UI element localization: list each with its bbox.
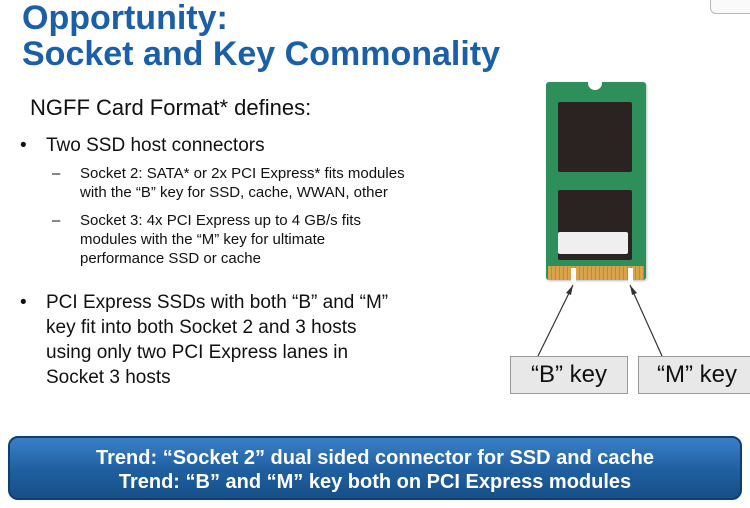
ssd-card-image xyxy=(540,80,652,292)
lead-text: NGFF Card Format* defines: xyxy=(30,95,312,120)
corner-frame xyxy=(710,0,750,14)
bullet-dot: • xyxy=(20,292,27,313)
sub-bullet-line: Socket 2: SATA* or 2x PCI Express* fits … xyxy=(80,165,405,182)
bullet-line: Socket 3 hosts xyxy=(46,367,171,388)
mounting-notch xyxy=(588,80,602,90)
b-key-label: “B” key xyxy=(510,356,628,394)
bullet-line: PCI Express SSDs with both “B” and “M” xyxy=(46,292,389,313)
sub-bullet-dash: – xyxy=(52,212,61,229)
bullet-text: Two SSD host connectors xyxy=(46,135,265,156)
bullet-line: using only two PCI Express lanes in xyxy=(46,342,349,363)
sub-bullet-line: performance SSD or cache xyxy=(80,250,261,267)
bullet-dot: • xyxy=(20,135,27,156)
m-key-leader-line xyxy=(629,284,663,357)
card-sticker xyxy=(558,232,628,254)
trend-line-1: Trend: “Socket 2” dual sided connector f… xyxy=(96,447,654,469)
b-key-arrowhead xyxy=(566,285,573,295)
sub-bullet-line: with the “B” key for SSD, cache, WWAN, o… xyxy=(80,184,388,201)
sub-bullet-dash: – xyxy=(52,165,61,182)
m-key-notch xyxy=(628,268,633,282)
trend-banner: Trend: “Socket 2” dual sided connector f… xyxy=(8,436,742,500)
bullet-line: key fit into both Socket 2 and 3 hosts xyxy=(46,317,357,338)
slide-title: Opportunity: Socket and Key Commonality xyxy=(22,0,500,72)
b-key-notch xyxy=(571,268,576,282)
sub-bullet-line: modules with the “M” key for ultimate xyxy=(80,231,326,248)
title-line-1: Opportunity: xyxy=(22,0,228,37)
trend-line-2: Trend: “B” and “M” key both on PCI Expre… xyxy=(118,471,632,493)
m-key-label: “M” key xyxy=(638,356,750,394)
sub-bullet-line: Socket 3: 4x PCI Express up to 4 GB/s fi… xyxy=(80,212,361,229)
m-key-arrowhead xyxy=(630,285,637,295)
b-key-leader-line xyxy=(537,284,574,357)
title-line-2: Socket and Key Commonality xyxy=(22,35,501,73)
flash-chip xyxy=(558,102,632,172)
